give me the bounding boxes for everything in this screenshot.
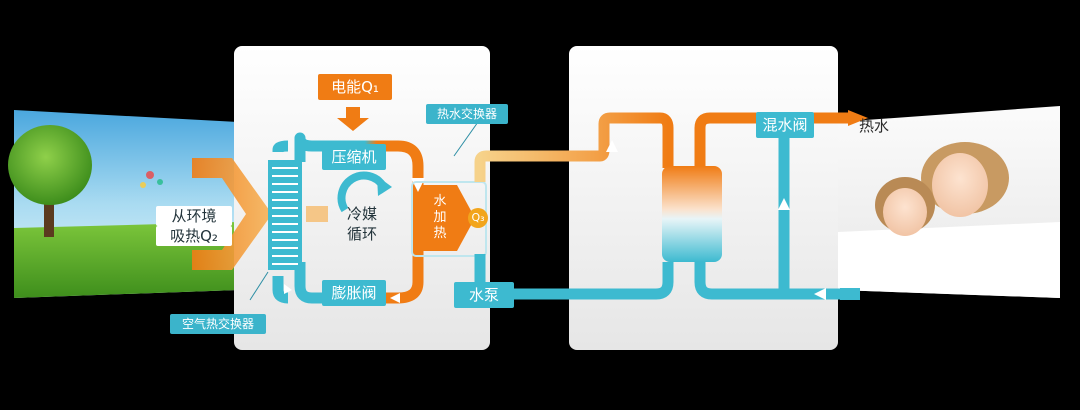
mother-face: [932, 153, 988, 217]
loop-arrow-up-icon: [284, 284, 292, 294]
q3-label: Q₃: [471, 211, 485, 224]
family-photo: [838, 106, 1060, 298]
hot-pipe-arrow-icon: [606, 140, 618, 152]
refrigerant-loop: [272, 132, 424, 304]
water-heating-label: 水加热: [433, 194, 447, 241]
air-heat-exchanger-coil: [268, 160, 302, 270]
electric-power-label: 电能Q₁: [318, 74, 392, 100]
hot-water-heat-exchanger-label: 热水交换器: [426, 104, 508, 124]
tree-trunk: [44, 182, 54, 237]
cycle-arrow-icon: [337, 171, 387, 213]
compressor-label: 压缩机: [322, 144, 386, 170]
refrigerant-cycle-line2: 循环: [346, 225, 377, 243]
ambient-heat-line2: 吸热Q₂: [156, 226, 232, 246]
hot-water-heat-exchanger: [411, 181, 488, 257]
ambient-heat-line1: 从环境: [156, 206, 232, 226]
hot-water-arrow-icon: [848, 110, 868, 126]
tree-icon: [8, 125, 92, 205]
bypass-arrow-up-icon: [778, 198, 790, 210]
air-flow-arrow: [306, 206, 328, 222]
air-heat-exchanger-label: 空气热交换器: [170, 314, 266, 334]
power-arrow: [337, 107, 369, 131]
child-face: [883, 188, 927, 236]
refrigerant-cycle-line1: 冷媒: [346, 205, 377, 223]
expansion-valve-label: 膨胀阀: [322, 280, 386, 306]
hot-water-label: 热水: [858, 117, 889, 135]
q3-badge: [468, 208, 488, 228]
water-pump-label: 水泵: [454, 282, 514, 308]
mixing-valve-label: 混水阀: [756, 112, 814, 138]
hot-water-pipe: [474, 112, 850, 182]
pointer-line: [453, 121, 479, 157]
loop-arrow-left-icon: [390, 293, 400, 303]
water-tank: [662, 166, 722, 262]
ambient-heat-arrow: [192, 158, 272, 270]
return-arrow-left-icon: [814, 288, 826, 300]
cold-water-inlet: [840, 288, 860, 300]
pointer-line-2: [249, 271, 269, 301]
